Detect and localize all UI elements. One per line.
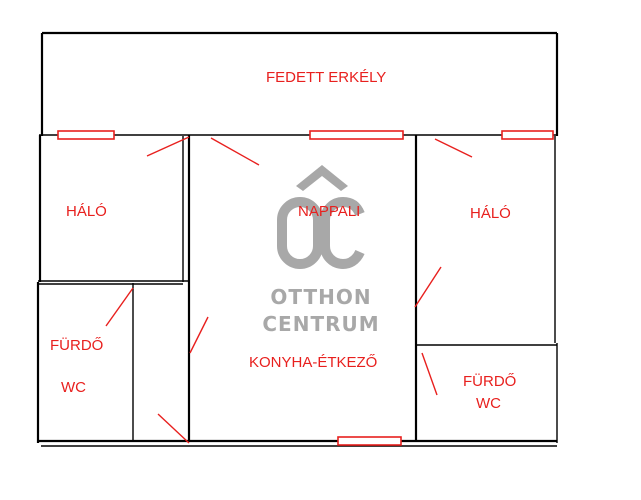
- door-left-bathroom: [105, 287, 134, 327]
- window-living: [309, 130, 404, 140]
- label-bedroom-left: HÁLÓ: [66, 203, 107, 220]
- otthon-centrum-watermark: OTTHON CENTRUM: [262, 165, 379, 336]
- label-living: NAPPALI: [298, 203, 360, 220]
- door-right-bathroom: [421, 352, 438, 396]
- watermark-line1: OTTHON: [270, 285, 371, 309]
- room-labels: FEDETT ERKÉLY HÁLÓ NAPPALI HÁLÓ FÜRDŐ WC…: [50, 69, 516, 412]
- watermark-line2: CENTRUM: [262, 312, 379, 336]
- door-left-corridor: [157, 413, 190, 444]
- door-right-bedroom-side: [414, 266, 442, 308]
- label-wc-left: WC: [61, 379, 86, 396]
- label-bedroom-right: HÁLÓ: [470, 205, 511, 222]
- windows: [57, 130, 554, 446]
- door-right-bedroom: [434, 138, 473, 158]
- label-balcony: FEDETT ERKÉLY: [266, 69, 386, 86]
- door-living-top: [210, 137, 260, 166]
- window-left-bedroom: [57, 130, 115, 140]
- walls: [36, 31, 559, 447]
- label-bathroom-right: FÜRDŐ: [463, 372, 516, 390]
- label-kitchen: KONYHA-ÉTKEZŐ: [249, 354, 377, 371]
- window-kitchen: [337, 436, 402, 446]
- door-left-bedroom: [146, 136, 190, 157]
- label-bathroom-left: FÜRDŐ: [50, 336, 103, 354]
- doors: [105, 136, 473, 444]
- label-wc-right: WC: [476, 395, 501, 412]
- door-living-left: [189, 316, 209, 354]
- window-right-bedroom: [501, 130, 554, 140]
